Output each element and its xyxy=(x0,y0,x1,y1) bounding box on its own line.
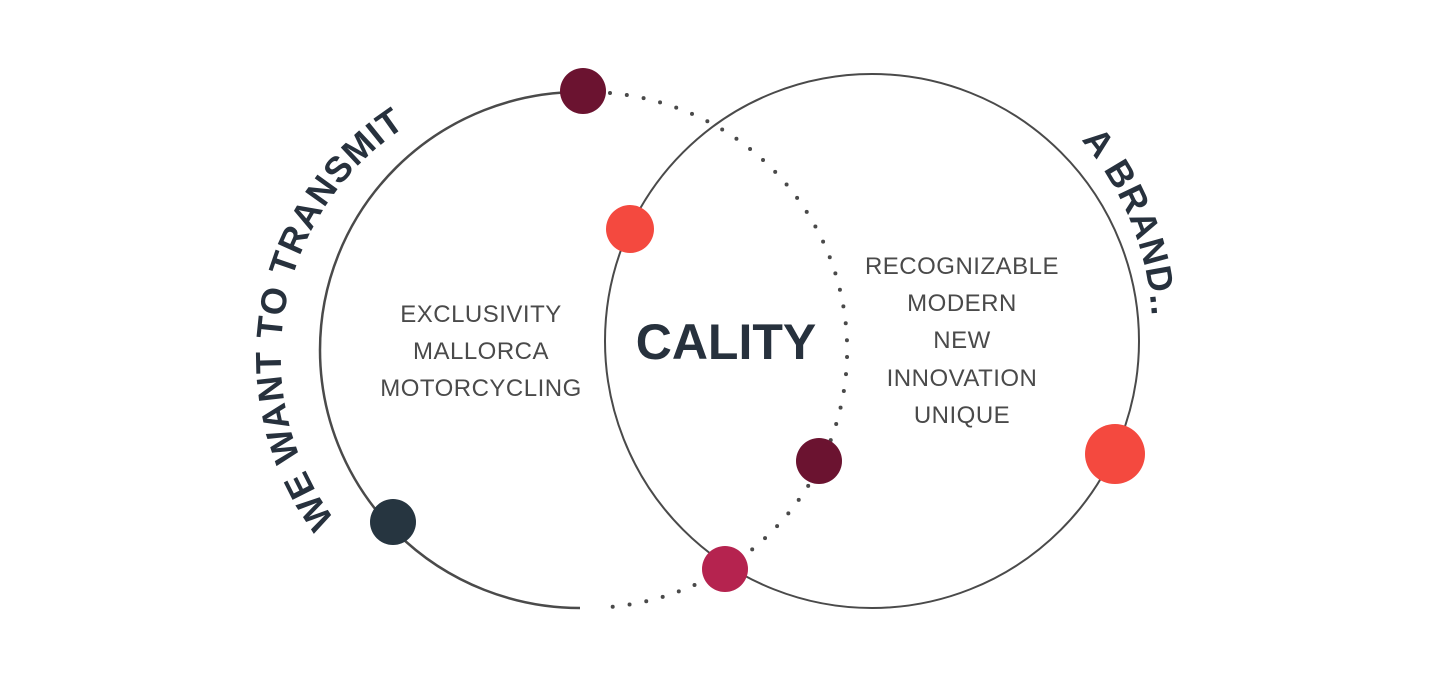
right-item-new: NEW xyxy=(933,327,991,354)
dot-crimson-bottom xyxy=(702,546,748,592)
left-circle-arc xyxy=(318,90,581,610)
dot-coral-right xyxy=(1085,424,1145,484)
dotted-arc xyxy=(608,91,850,609)
left-item-exclusivity: EXCLUSIVITY xyxy=(400,301,562,328)
dot-top-dark-red xyxy=(560,68,606,114)
dot-dark-red-center xyxy=(796,438,842,484)
right-item-recognizable: RECOGNIZABLE xyxy=(865,253,1059,280)
center-label: CALITY xyxy=(636,314,817,370)
right-circle xyxy=(604,73,1140,609)
left-item-mallorca: MALLORCA xyxy=(413,338,549,365)
right-item-unique: UNIQUE xyxy=(914,402,1010,429)
dot-coral-left xyxy=(606,205,654,253)
dot-navy xyxy=(370,499,416,545)
right-item-innovation: INNOVATION xyxy=(887,365,1038,392)
left-arc-label: WE WANT TO TRANSMIT xyxy=(248,99,411,538)
right-item-modern: MODERN xyxy=(907,290,1017,317)
left-item-motorcycling: MOTORCYCLING xyxy=(380,375,582,402)
